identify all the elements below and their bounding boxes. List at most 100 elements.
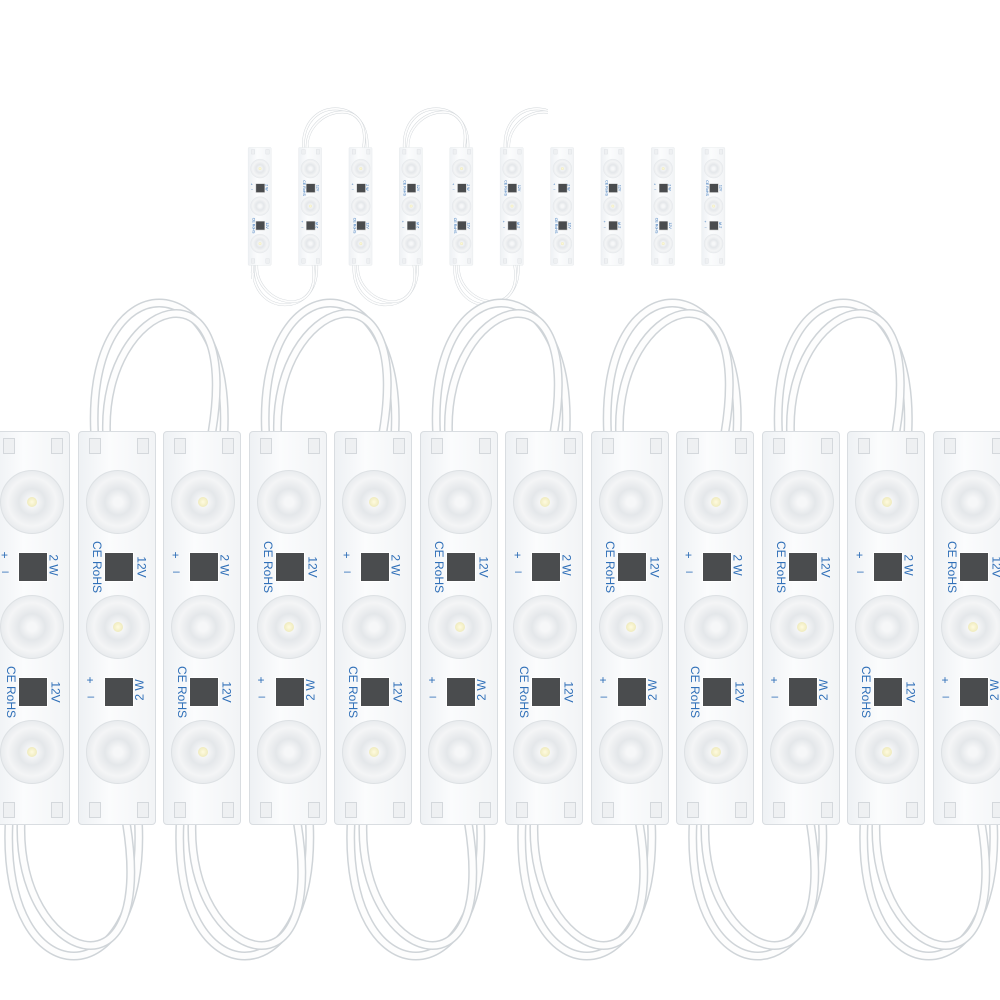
- wire-clip: [416, 149, 421, 155]
- label-voltage: 12V: [48, 681, 63, 703]
- wire-clip: [402, 149, 407, 155]
- label-minus: –: [429, 689, 437, 703]
- led-emitter: [283, 622, 294, 632]
- lens: [256, 595, 321, 659]
- wire-clip: [516, 802, 528, 818]
- driver-chip: [608, 183, 618, 193]
- led-emitter: [540, 747, 550, 757]
- lens: [653, 159, 673, 179]
- driver-chip: [407, 221, 416, 231]
- led-emitter: [711, 747, 721, 757]
- wire: [187, 823, 307, 950]
- lens: [300, 234, 320, 254]
- label-minus: –: [402, 224, 405, 229]
- wire-clip: [618, 258, 623, 264]
- wire-clip: [88, 802, 101, 818]
- label-plus: +: [502, 219, 505, 225]
- driver-chip: [407, 183, 416, 193]
- wire: [443, 309, 563, 433]
- wire: [306, 111, 366, 148]
- led-emitter: [460, 242, 464, 246]
- lens: [855, 720, 919, 784]
- wire-clip: [668, 149, 673, 155]
- lens: [351, 196, 371, 216]
- wire-clip: [174, 802, 186, 818]
- lens: [513, 595, 577, 659]
- lens: [0, 720, 64, 784]
- lens: [855, 595, 919, 659]
- label-power: 2 W: [46, 554, 61, 576]
- driver-chip: [255, 183, 265, 193]
- wire-clip: [265, 149, 270, 155]
- wire-clip: [858, 438, 870, 454]
- lens: [940, 720, 1000, 784]
- label-plus: +: [86, 673, 94, 687]
- lens: [85, 595, 150, 659]
- driver-chip: [306, 183, 316, 193]
- driver-chip: [873, 677, 903, 707]
- label-power: 2 W: [645, 679, 660, 701]
- label-plus: +: [603, 219, 606, 225]
- lens: [401, 159, 421, 179]
- wire-clip: [601, 438, 614, 454]
- lens: [513, 720, 577, 784]
- led-emitter: [27, 747, 37, 757]
- led-emitter: [540, 497, 550, 507]
- wire-clip: [687, 802, 699, 818]
- wire-clip: [604, 149, 608, 155]
- lens: [171, 720, 235, 784]
- label-cert: CE RoHS: [517, 665, 532, 719]
- driver-chip: [659, 221, 668, 231]
- wire-clip: [467, 149, 471, 155]
- wire: [616, 310, 733, 433]
- wire-clip: [649, 802, 662, 818]
- lens: [598, 595, 663, 659]
- wire-clip: [704, 258, 709, 264]
- label-cert: CE RoHS: [260, 540, 275, 594]
- label-plus: +: [401, 219, 405, 225]
- label-voltage: 12V: [390, 681, 405, 703]
- lens: [769, 720, 834, 784]
- label-power: 2 W: [816, 679, 831, 701]
- label-plus: +: [770, 673, 778, 687]
- label-plus: +: [553, 182, 556, 187]
- label-cert: CE RoHS: [4, 665, 19, 719]
- label-plus: +: [653, 182, 657, 187]
- led-emitter: [460, 167, 464, 171]
- lens: [171, 595, 235, 659]
- label-voltage: 12V: [989, 556, 1000, 578]
- wire-clip: [601, 802, 614, 818]
- wire-clip: [991, 802, 1000, 818]
- wire-clip: [564, 438, 576, 454]
- driver-chip: [558, 183, 568, 193]
- label-minus: –: [515, 564, 522, 578]
- driver-chip: [958, 677, 989, 707]
- driver-chip: [616, 552, 647, 582]
- wire: [445, 310, 562, 433]
- wire-clip: [649, 438, 662, 454]
- led-emitter: [611, 204, 615, 208]
- label-plus: +: [351, 182, 354, 187]
- lens: [653, 196, 673, 216]
- wire: [16, 823, 136, 950]
- lens: [502, 159, 522, 179]
- lens: [452, 196, 472, 216]
- led-emitter: [510, 204, 514, 208]
- wire-clip: [654, 258, 659, 264]
- label-minus: –: [942, 689, 950, 703]
- led-emitter: [882, 747, 892, 757]
- wire-clip: [251, 258, 255, 264]
- lens: [300, 159, 320, 179]
- lens: [171, 470, 235, 534]
